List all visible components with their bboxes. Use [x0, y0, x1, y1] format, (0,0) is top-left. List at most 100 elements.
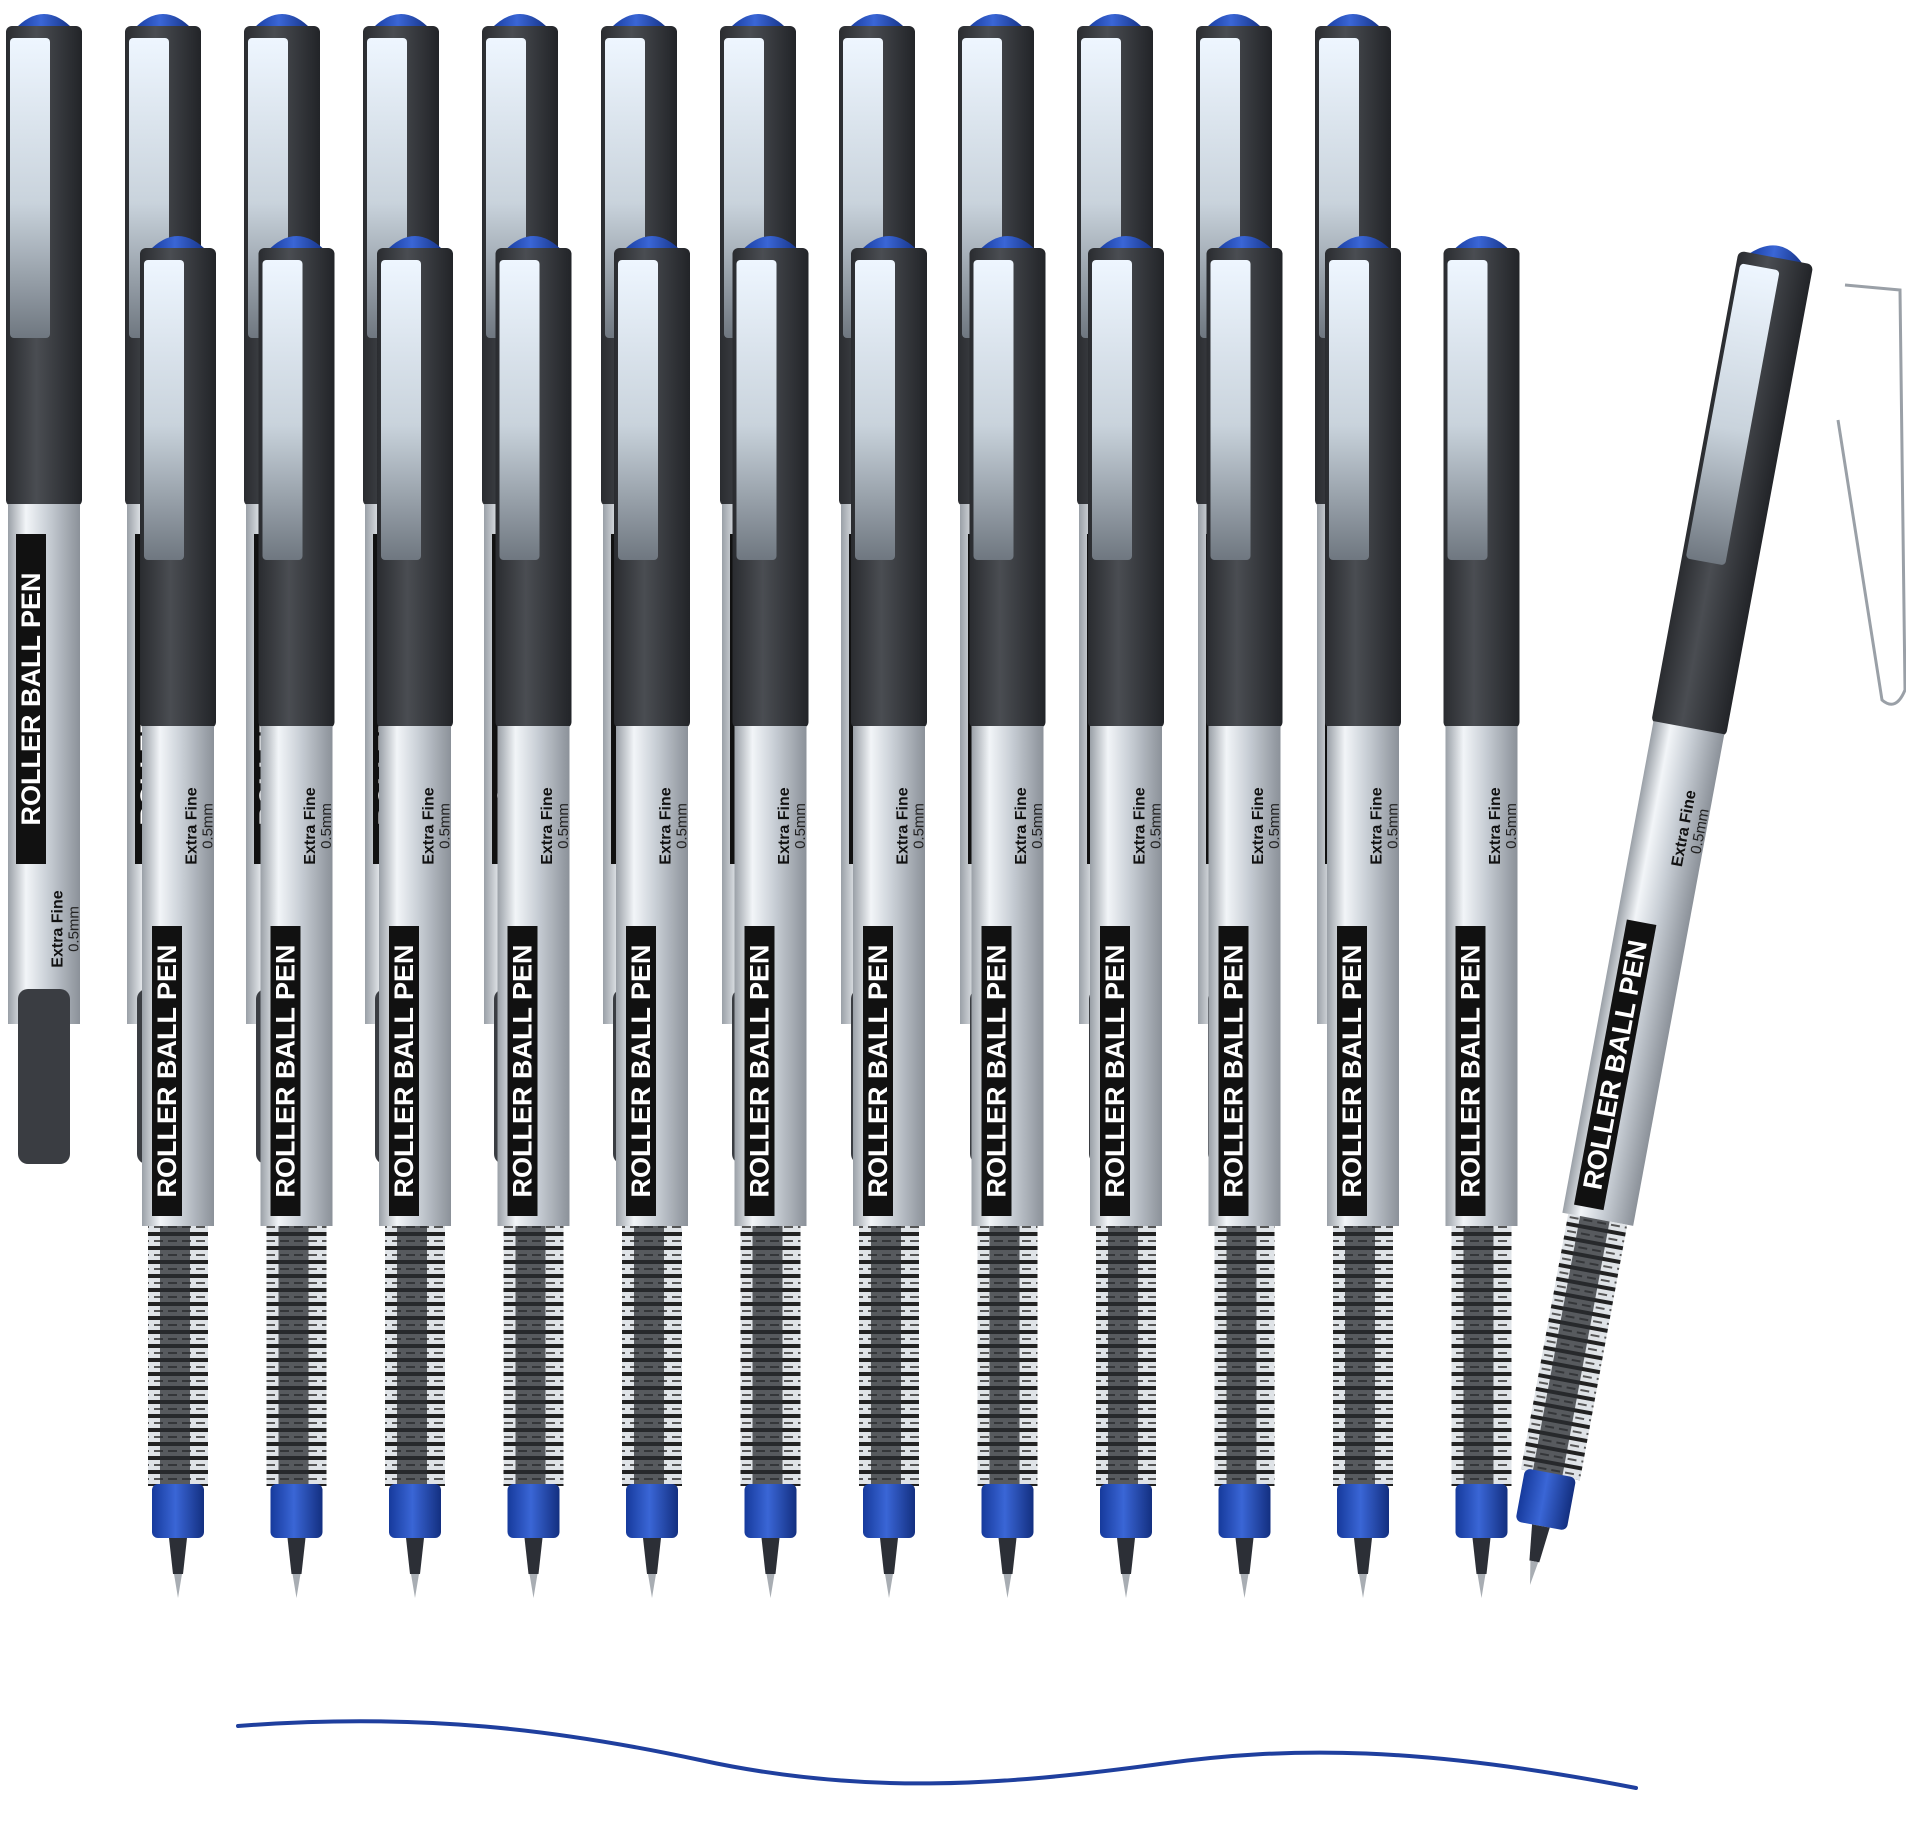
- pen-label-plate: [507, 926, 538, 1216]
- pen-blue-ring: [863, 1484, 915, 1538]
- pen-label-text: ROLLER BALL PEN: [16, 572, 46, 825]
- pen-tip-cone: [1235, 1538, 1254, 1574]
- pen-label-plate: [1100, 926, 1130, 1216]
- pen-nib: [292, 1574, 301, 1598]
- pen-clip: [1447, 260, 1488, 560]
- pen-label-plate: [389, 926, 419, 1216]
- pen-ink-tube: [397, 1226, 427, 1486]
- pen-size-text: 0.5mm: [1266, 803, 1283, 849]
- pen-size-text: 0.5mm: [555, 803, 572, 849]
- pen-blue-ring: [152, 1484, 204, 1538]
- pen-nib: [529, 1574, 538, 1598]
- pen-label-plate: [981, 926, 1012, 1216]
- pen-tip-cone: [1529, 1524, 1550, 1563]
- pen-ink-tube: [1108, 1226, 1138, 1486]
- pen-tip-cone: [998, 1538, 1017, 1574]
- pen-clip: [1329, 260, 1369, 560]
- pen-blue-ring: [270, 1484, 323, 1538]
- pen-nib: [174, 1574, 182, 1598]
- pen-label-text: ROLLER BALL PEN: [863, 944, 893, 1197]
- pen-ink-tube: [1345, 1226, 1375, 1486]
- pen-clip: [1686, 263, 1780, 565]
- pen-clip: [499, 260, 540, 560]
- pen-tip-text: Extra Fine: [658, 787, 675, 864]
- pen-clip: [973, 260, 1014, 560]
- pen-size-text: 0.5mm: [437, 803, 454, 849]
- pen-tip-cone: [169, 1538, 187, 1574]
- pen-ink-tube: [752, 1226, 783, 1486]
- pen-tip-cone: [1472, 1538, 1491, 1574]
- pen-nib: [1359, 1574, 1367, 1598]
- pen-label-plate: [270, 926, 301, 1216]
- pen-label-text: ROLLER BALL PEN: [152, 944, 182, 1197]
- pen-blue-ring: [744, 1484, 797, 1538]
- pen-nib: [1122, 1574, 1130, 1598]
- pen-ink-tube: [634, 1226, 664, 1486]
- pen-label-text: ROLLER BALL PEN: [271, 944, 301, 1197]
- pen-ink-tube: [1532, 1215, 1610, 1478]
- pen-clip: [381, 260, 421, 560]
- pen-end-cap: [18, 989, 70, 1164]
- pen-tip-text: Extra Fine: [1013, 787, 1030, 864]
- pen-tip-text: Extra Fine: [1487, 787, 1504, 864]
- pen-tip-cone: [643, 1538, 661, 1574]
- pen-tip-cone: [880, 1538, 898, 1574]
- pen-label-text: ROLLER BALL PEN: [389, 944, 419, 1197]
- pen-nib: [766, 1574, 775, 1598]
- pen-nib: [411, 1574, 419, 1598]
- pen-ink-tube: [278, 1226, 309, 1486]
- pen-tip-text: Extra Fine: [1250, 787, 1267, 864]
- pen-label-text: ROLLER BALL PEN: [1456, 944, 1486, 1197]
- ink-scribble-line: [236, 1719, 1638, 1790]
- pen-blue-ring: [1100, 1484, 1152, 1538]
- pen-size-text: 0.5mm: [1148, 803, 1165, 849]
- pen-blue-ring: [1337, 1484, 1389, 1538]
- pen-size-text: 0.5mm: [1029, 803, 1046, 849]
- pen-label-text: ROLLER BALL PEN: [626, 944, 656, 1197]
- pen-tip-text: Extra Fine: [895, 787, 912, 864]
- pen-tip-cone: [1117, 1538, 1135, 1574]
- pen-clip: [736, 260, 777, 560]
- pen-size-text: 0.5mm: [674, 803, 691, 849]
- pen-nib: [648, 1574, 656, 1598]
- pen-ink-tube: [871, 1226, 901, 1486]
- pen-clip: [1210, 260, 1251, 560]
- pen-size-text: 0.5mm: [1385, 803, 1402, 849]
- pen-label-plate: [1455, 926, 1486, 1216]
- pen-label-text: ROLLER BALL PEN: [982, 944, 1012, 1197]
- pen-blue-ring: [1218, 1484, 1271, 1538]
- tilted-pen-wire-clip: [1836, 283, 1906, 706]
- pen-size-text: 0.5mm: [792, 803, 809, 849]
- pen-tip-text: Extra Fine: [539, 787, 556, 864]
- pen-ink-tube: [1226, 1226, 1257, 1486]
- pen-label-text: ROLLER BALL PEN: [1337, 944, 1367, 1197]
- pen-tip-cone: [1354, 1538, 1372, 1574]
- pen-size-text: 0.5mm: [66, 906, 83, 952]
- pen-label-plate: [152, 926, 182, 1216]
- pen-label-text: ROLLER BALL PEN: [745, 944, 775, 1197]
- pen-label-text: ROLLER BALL PEN: [1219, 944, 1249, 1197]
- pen-nib: [1529, 1560, 1539, 1586]
- pen-blue-ring: [1455, 1484, 1508, 1538]
- pen-clip: [618, 260, 658, 560]
- pen-tip-text: Extra Fine: [1132, 787, 1149, 864]
- pen-size-text: 0.5mm: [200, 803, 217, 849]
- pen-label-text: ROLLER BALL PEN: [508, 944, 538, 1197]
- pen-blue-ring: [981, 1484, 1034, 1538]
- pen-blue-ring: [1516, 1469, 1576, 1530]
- pen-nib: [1003, 1574, 1012, 1598]
- pen-clip: [262, 260, 303, 560]
